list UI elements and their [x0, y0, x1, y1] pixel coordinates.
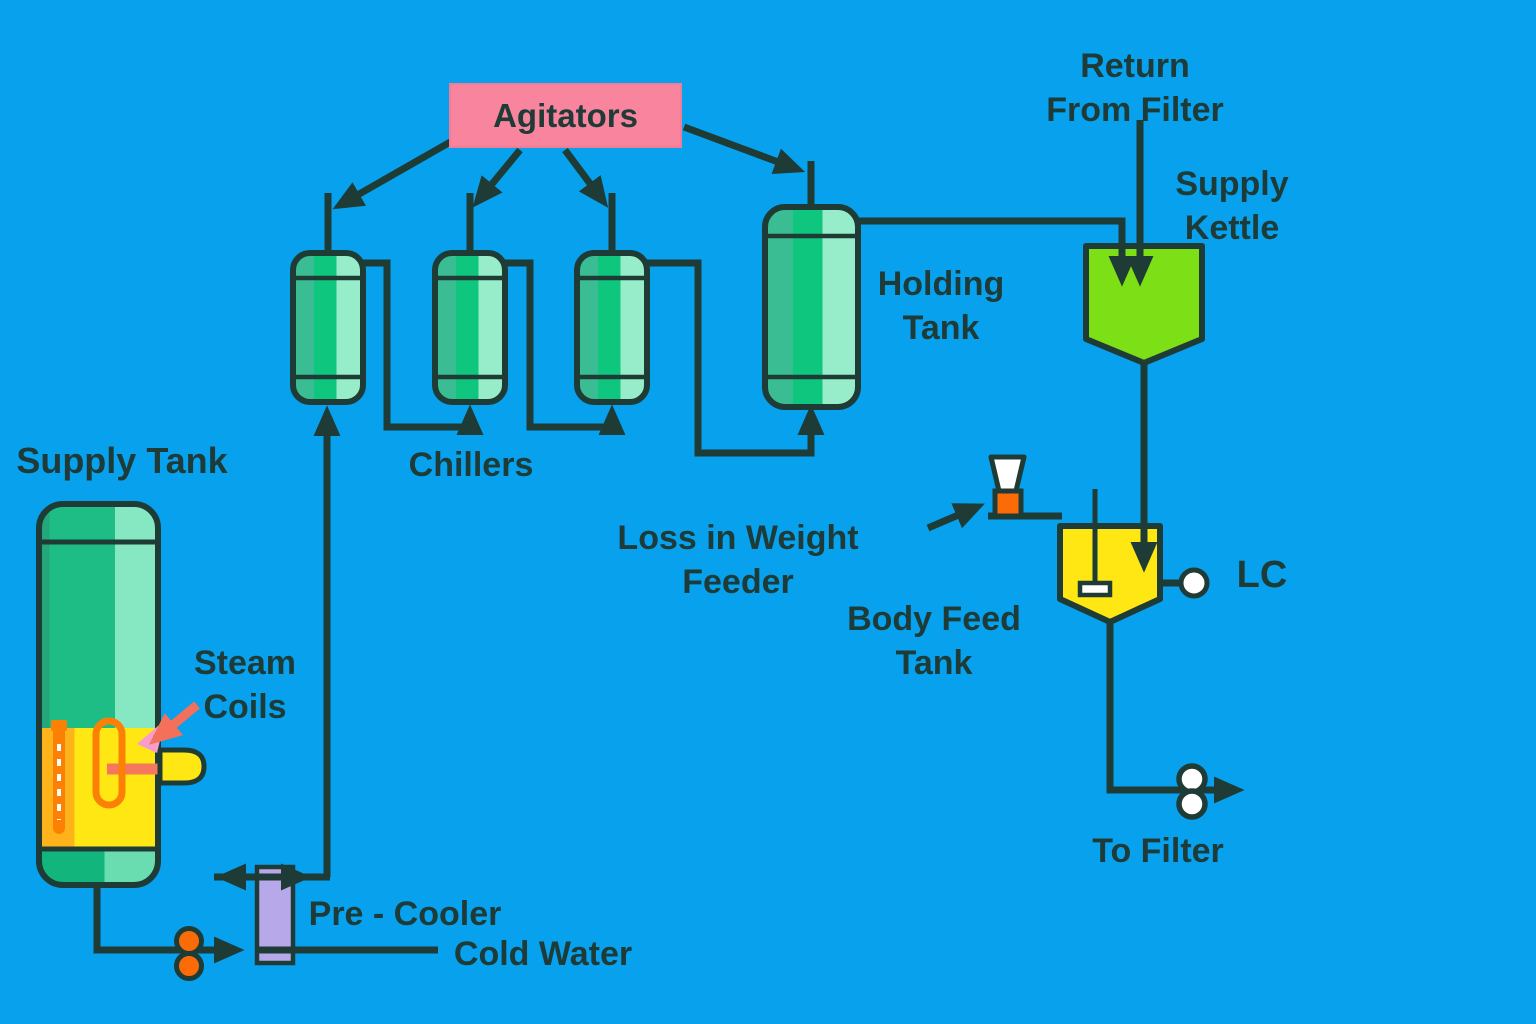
- chiller-vessels: [290, 250, 650, 405]
- coil-u-tube: [92, 717, 126, 809]
- loss-in-weight-feeder-label: Loss in Weight Feeder: [617, 519, 859, 601]
- supply-tank-label: Supply Tank: [16, 440, 228, 481]
- body-feed-tank-label: Body Feed Tank: [847, 600, 1021, 682]
- agitator-arrow-chiller1: [332, 137, 454, 210]
- supply-tank-outlet-nozzle: [157, 747, 207, 786]
- holding-tank-label: Holding Tank: [877, 265, 1005, 347]
- steam-coils-label: Steam Coils: [193, 644, 297, 726]
- holding-tank-vessel: [762, 204, 861, 410]
- pre-cooler-label: Pre - Cooler: [308, 895, 502, 933]
- return-from-filter-label: Return From Filter: [1046, 47, 1224, 129]
- pipe-supply-tank-to-precooler: [93, 881, 245, 964]
- supply-tank-bottom-cap: [39, 849, 158, 885]
- level-controller-icon: [1178, 567, 1210, 599]
- chiller-3: [574, 250, 650, 405]
- agitator-arrow-chiller2: [472, 147, 523, 208]
- chiller-2: [432, 250, 508, 405]
- chiller-1: [290, 250, 366, 405]
- filter-feed-pump-icon: [1176, 763, 1208, 820]
- pipe-chiller3-to-holding-tank: [647, 259, 825, 457]
- agitator-arrow-holding-tank: [682, 123, 806, 174]
- agitator-paddle: [1077, 580, 1113, 598]
- agitators-label-box: Agitators: [449, 83, 682, 148]
- steam-coils-icon: [51, 717, 172, 834]
- cold-water-label: Cold Water: [453, 935, 633, 973]
- supply-tank-vessel: [36, 501, 161, 888]
- loss-in-weight-feeder-icon: [988, 454, 1027, 519]
- pipe-chiller2-to-chiller3: [505, 259, 626, 436]
- supply-kettle-label: Supply Kettle: [1175, 165, 1289, 247]
- pipe-holding-tank-to-kettle: [858, 217, 1136, 287]
- to-filter-label: To Filter: [1092, 832, 1224, 870]
- agitators-label: Agitators: [493, 96, 638, 134]
- chillers-label: Chillers: [408, 446, 534, 484]
- steam-coils-pointer-arrow: [149, 701, 200, 745]
- pipe-chiller1-to-chiller2: [363, 259, 484, 436]
- pipe-to-filter: [1106, 620, 1245, 804]
- body-feed-agitator: [1077, 489, 1113, 598]
- level-controller-label: LC: [1236, 554, 1288, 596]
- feeder-inlet-arrow: [926, 503, 985, 532]
- supply-kettle-vessel: [1083, 243, 1205, 366]
- supply-pump-icon: [174, 926, 204, 981]
- overlay-pipes: [858, 120, 1158, 573]
- agitator-arrow-chiller3: [562, 147, 609, 208]
